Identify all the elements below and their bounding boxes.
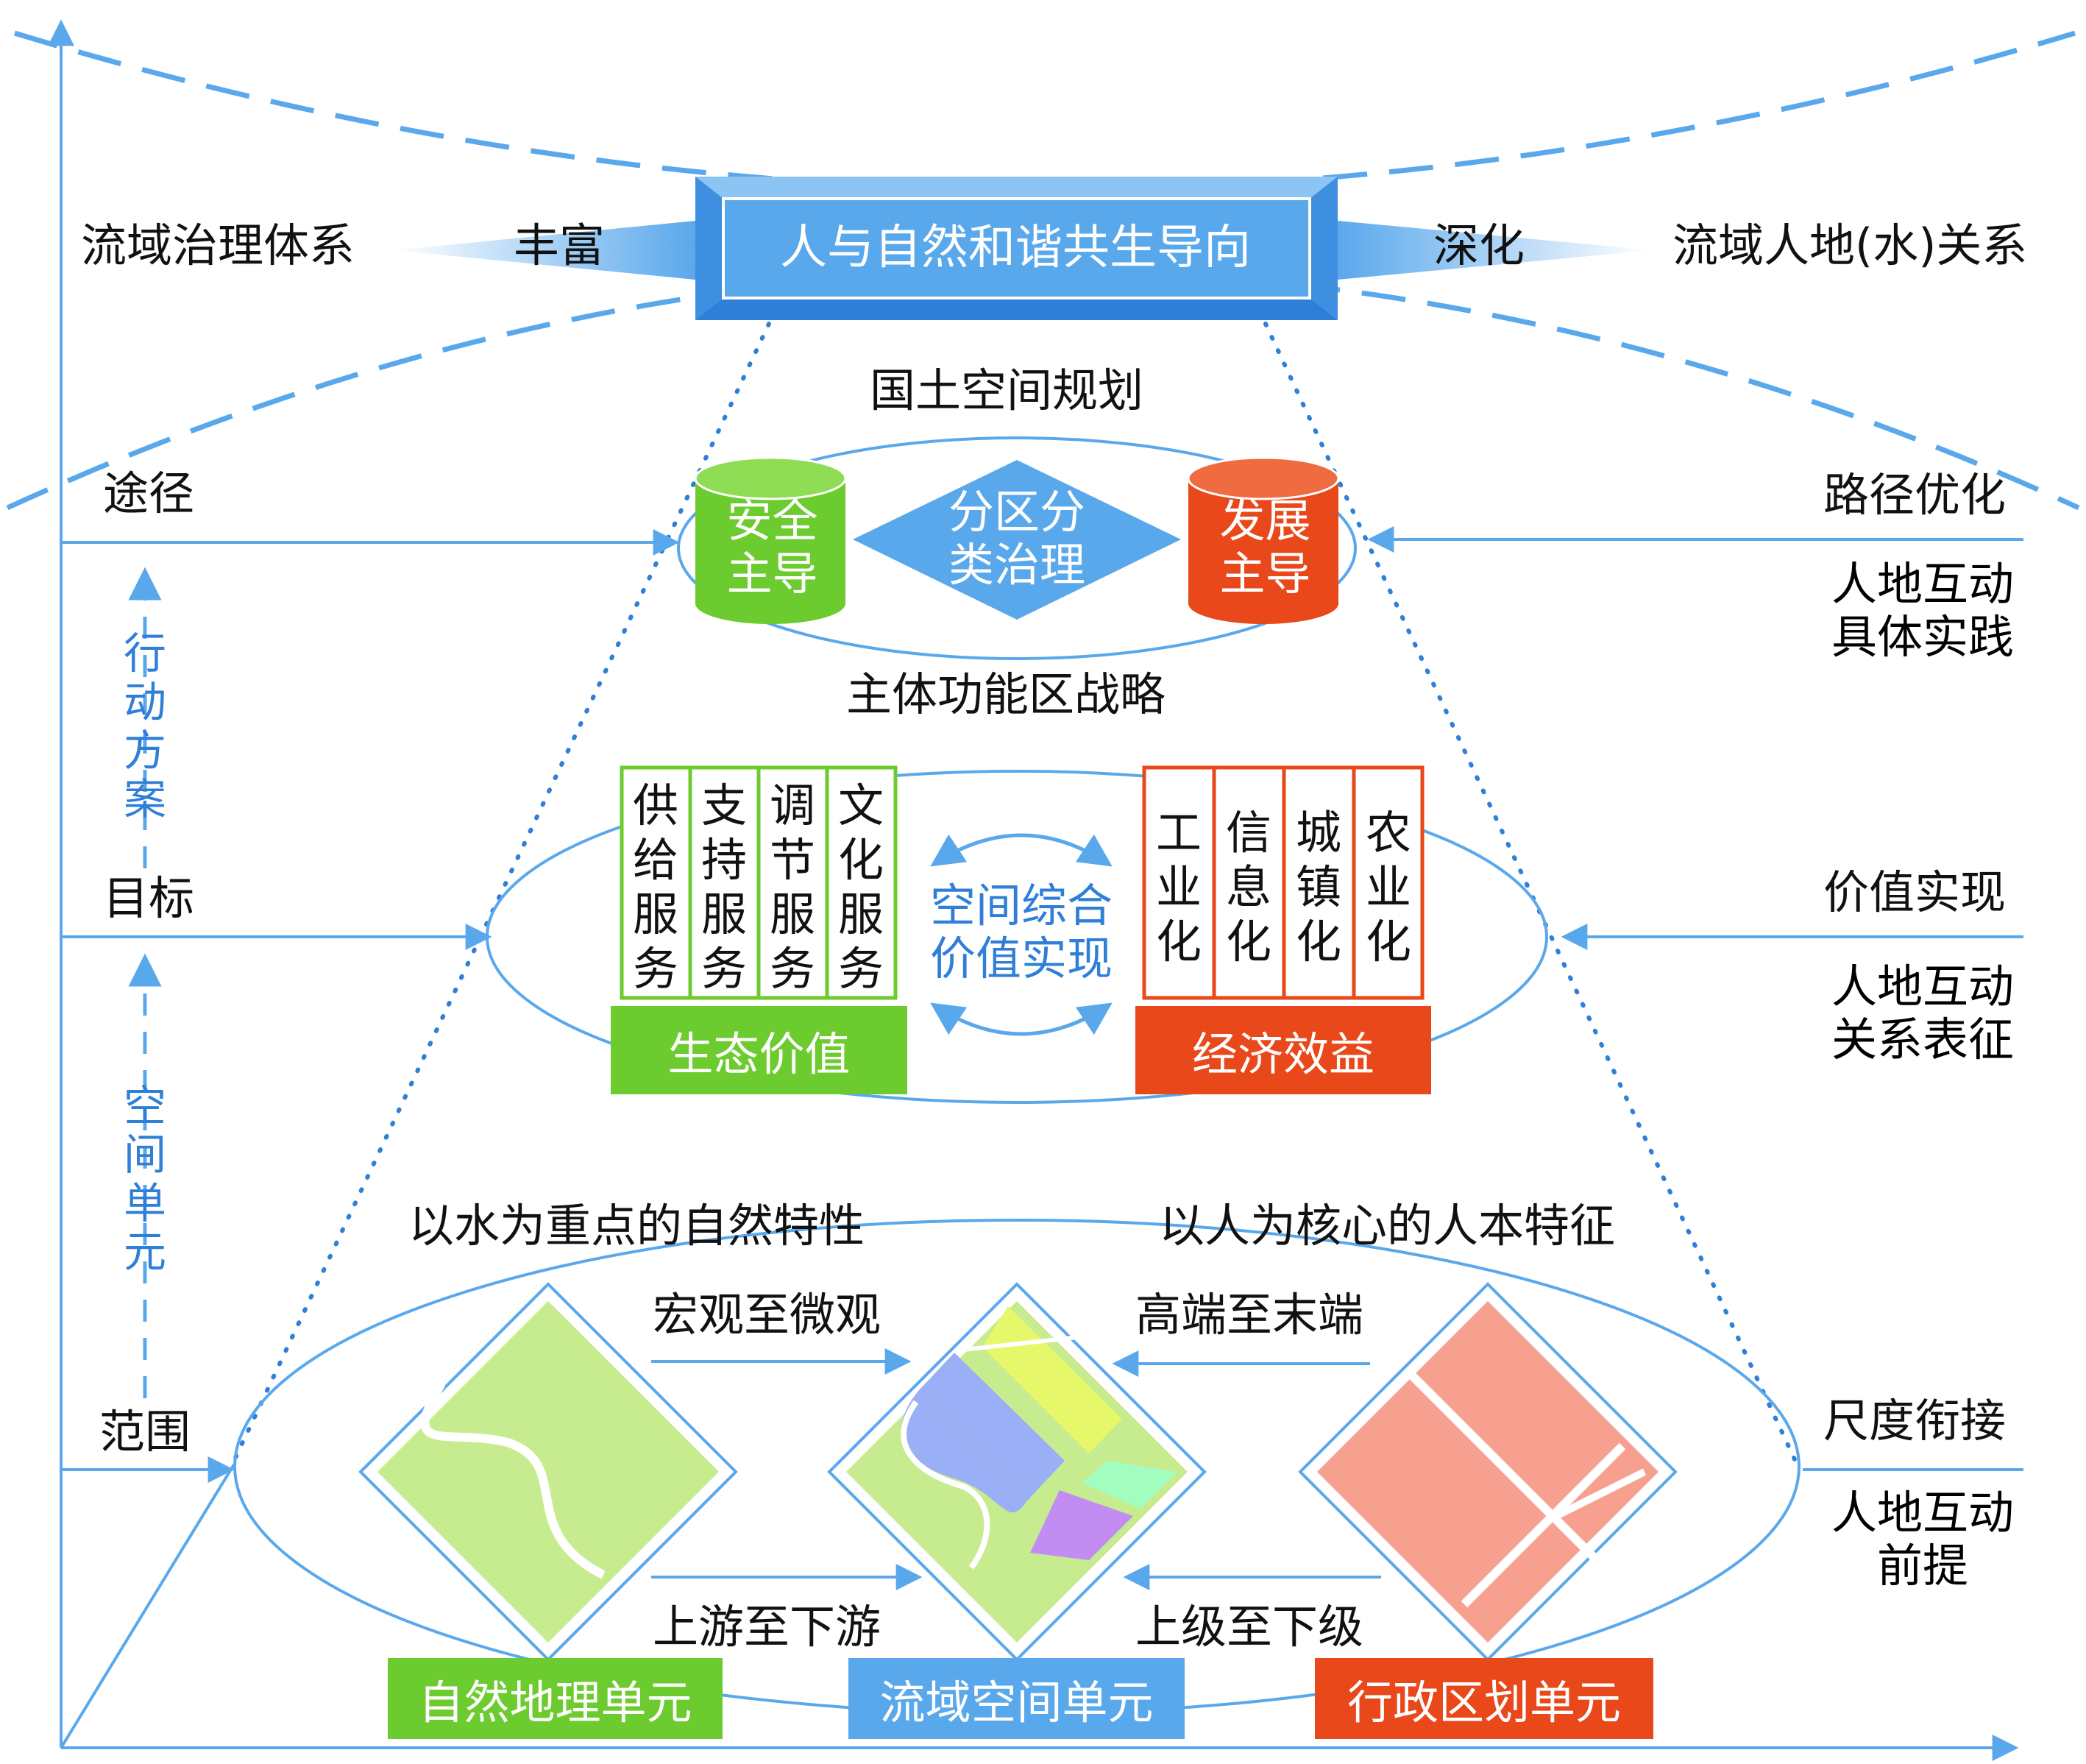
top-center-title: 人与自然和谐共生导向 xyxy=(780,221,1251,275)
comprehensive-value-label: 空间综合价值实现 xyxy=(929,879,1113,985)
natural-feature-label: 以水为重点的自然特性 xyxy=(408,1199,865,1253)
red-col-informatization: 信息化 xyxy=(1225,806,1271,968)
human-feature-label: 以人为核心的人本特征 xyxy=(1159,1199,1616,1253)
dotted-cone xyxy=(232,322,1798,1463)
macro-micro-label: 宏观至微观 xyxy=(653,1288,881,1342)
green-columns xyxy=(620,765,898,1000)
safety-cylinder-label: 安全主导 xyxy=(726,494,818,601)
zoning-diamond-label: 分区分类治理 xyxy=(948,485,1085,592)
diamond-basin xyxy=(827,1282,1207,1662)
cylinder-development xyxy=(1187,456,1340,624)
natural-unit-label: 自然地理单元 xyxy=(388,1658,723,1739)
top-right-label: 流域人地(水)关系 xyxy=(1672,219,2028,272)
left-label-goal: 目标 xyxy=(103,871,195,925)
economic-benefit-label: 经济效益 xyxy=(1135,1006,1431,1094)
top-right-arrow-label: 深化 xyxy=(1433,219,1525,272)
axes xyxy=(48,19,2019,1761)
left-arrows xyxy=(61,529,680,1483)
top-left-arrow-label: 丰富 xyxy=(514,219,606,272)
basin-unit-label: 流域空间单元 xyxy=(848,1658,1185,1739)
tier1-top-label: 国土空间规划 xyxy=(870,364,1144,417)
top-box-bevel xyxy=(695,177,1338,320)
axis-diagonal xyxy=(60,1463,235,1749)
right-label-scale-linkage: 尺度衔接 xyxy=(1823,1394,2007,1448)
tier3-arrows xyxy=(651,1348,1381,1590)
green-col-support: 支持服务 xyxy=(700,779,747,996)
cylinder-safety xyxy=(694,456,847,624)
red-col-agriculture: 农业化 xyxy=(1365,806,1411,968)
right-label-representation: 人地互动关系表征 xyxy=(1831,960,2014,1066)
high-end-label: 高端至末端 xyxy=(1135,1288,1364,1342)
admin-unit-label: 行政区划单元 xyxy=(1315,1658,1653,1739)
action-plan-label: 行动方案 xyxy=(123,628,166,824)
superior-subordinate-label: 上级至下级 xyxy=(1135,1600,1364,1654)
red-columns xyxy=(1142,765,1425,1000)
top-left-label: 流域治理体系 xyxy=(81,219,355,272)
ecological-value-label: 生态价值 xyxy=(611,1006,907,1094)
right-gradient-arrow xyxy=(1338,221,1652,280)
left-label-path: 途径 xyxy=(103,467,195,520)
right-label-value-realization: 价值实现 xyxy=(1823,865,2007,919)
diamond-zoning xyxy=(853,460,1181,620)
left-label-scope: 范围 xyxy=(99,1405,191,1459)
left-gradient-arrow xyxy=(394,221,695,280)
right-dividers xyxy=(1823,538,2023,1471)
right-label-premise: 人地互动前提 xyxy=(1831,1486,2014,1593)
right-label-practice: 人地互动具体实践 xyxy=(1831,557,2014,664)
space-unit-label: 空间单元 xyxy=(123,1081,166,1277)
diamond-natural xyxy=(358,1282,738,1662)
diamond-admin xyxy=(1298,1282,1678,1662)
red-col-industrialization: 工业化 xyxy=(1155,806,1202,968)
green-col-supply: 供给服务 xyxy=(632,779,678,996)
green-col-regulation: 调节服务 xyxy=(769,779,815,996)
development-cylinder-label: 发展主导 xyxy=(1219,494,1311,601)
green-col-culture: 文化服务 xyxy=(837,779,884,996)
upstream-downstream-label: 上游至下游 xyxy=(653,1600,881,1654)
tier1-bottom-label: 主体功能区战略 xyxy=(846,667,1166,721)
center-curved-arrows xyxy=(930,833,1113,1036)
right-label-path-optimization: 路径优化 xyxy=(1823,468,2007,522)
red-col-urbanization: 城镇化 xyxy=(1295,806,1341,968)
